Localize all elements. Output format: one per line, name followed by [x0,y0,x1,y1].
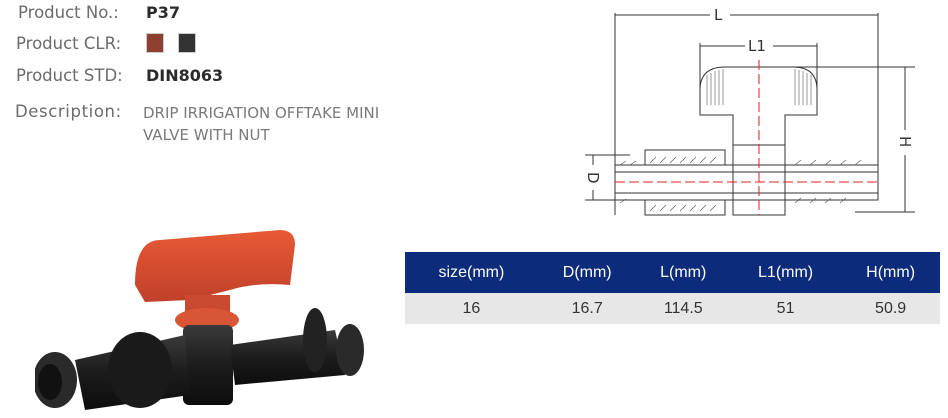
description-text: DRIP IRRIGATION OFFTAKE MINI VALVE WITH … [143,102,379,146]
product-number-row: Product No.: P37 [18,3,180,22]
dim-label-L: L [714,6,723,24]
table-row: 16 16.7 114.5 51 50.9 [405,293,940,324]
header-l: L(mm) [636,252,730,293]
dim-label-H: H [896,136,914,147]
technical-drawing: L L1 H D [585,6,915,216]
cell-size: 16 [405,293,538,324]
product-photo [35,230,364,410]
dim-label-D: D [585,172,602,184]
cell-d: 16.7 [537,293,637,324]
product-color-label: Product CLR: [16,33,122,53]
product-std-value: DIN8063 [146,66,224,85]
description-label: Description: [15,102,122,121]
header-size: size(mm) [405,252,538,293]
spec-table-header-row: size(mm) D(mm) L(mm) L1(mm) H(mm) [405,252,940,293]
product-std-label: Product STD: [16,66,123,85]
color-swatch-black[interactable] [178,33,196,53]
cell-h: 50.9 [841,293,940,324]
spec-table: size(mm) D(mm) L(mm) L1(mm) H(mm) 16 16.… [405,252,940,324]
header-l1: L1(mm) [729,252,842,293]
header-h: H(mm) [841,252,940,293]
product-number-label: Product No.: [18,3,119,22]
description-row: Description: DRIP IRRIGATION OFFTAKE MIN… [15,102,379,146]
cell-l: 114.5 [636,293,730,324]
cell-l1: 51 [729,293,842,324]
product-color-row: Product CLR: [16,33,196,53]
color-swatch-red[interactable] [146,33,164,53]
dim-label-L1: L1 [748,37,766,55]
description-line-2: VALVE WITH NUT [143,126,270,144]
product-number-value: P37 [146,3,180,22]
description-line-1: DRIP IRRIGATION OFFTAKE MINI [143,104,380,122]
product-std-row: Product STD: DIN8063 [16,66,223,85]
header-d: D(mm) [537,252,637,293]
